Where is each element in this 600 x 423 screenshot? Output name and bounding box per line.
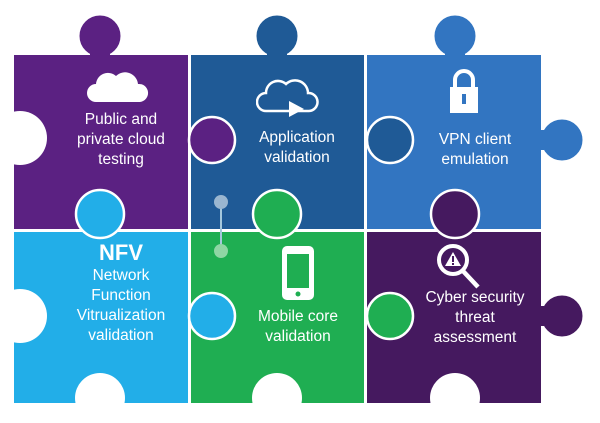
label-line: validation — [265, 328, 331, 345]
label-line: VPN client — [438, 131, 512, 148]
cloud-icon — [87, 72, 149, 102]
piece-label-app-validation: Application validation — [212, 128, 382, 168]
label-line: private cloud — [77, 131, 165, 148]
label-line: threat — [455, 309, 495, 326]
magnifier-warning-icon — [437, 244, 480, 289]
label-line: validation — [88, 327, 154, 344]
piece-label-mobile-core: Mobile core validation — [213, 307, 383, 347]
piece-label-cloud-testing: Public and private cloud testing — [36, 110, 206, 170]
connector-dot — [214, 195, 228, 209]
label-line: Network — [92, 267, 150, 284]
label-line: Application — [259, 129, 335, 146]
mobile-phone-icon — [282, 246, 314, 300]
label-line: validation — [264, 149, 330, 166]
piece-label-vpn: VPN client emulation — [390, 130, 560, 170]
piece-knob — [251, 188, 303, 240]
label-line: Cyber security — [425, 289, 525, 306]
piece-hole — [0, 111, 47, 165]
piece-knob — [74, 188, 126, 240]
piece-knob — [365, 115, 415, 165]
label-line: Vitrualization — [76, 307, 166, 324]
label-line: emulation — [441, 151, 509, 168]
piece-knob — [187, 115, 237, 165]
piece-knob — [429, 188, 481, 240]
piece-label-cyber: Cyber security threat assessment — [390, 288, 560, 348]
cloud-play-icon — [256, 79, 319, 117]
connector-dot — [214, 244, 228, 258]
lock-icon — [450, 69, 478, 113]
label-line: Public and — [84, 111, 158, 128]
label-line: Mobile core — [257, 308, 339, 325]
piece-knob — [365, 291, 415, 341]
piece-knob — [187, 291, 237, 341]
label-line: assessment — [433, 329, 517, 346]
nfv-title: NFV — [99, 240, 143, 265]
label-line: Function — [91, 287, 151, 304]
label-line: testing — [98, 151, 144, 168]
piece-label-nfv: NFV Network Function Vitrualization vali… — [36, 240, 206, 346]
piece-hole — [0, 289, 47, 343]
